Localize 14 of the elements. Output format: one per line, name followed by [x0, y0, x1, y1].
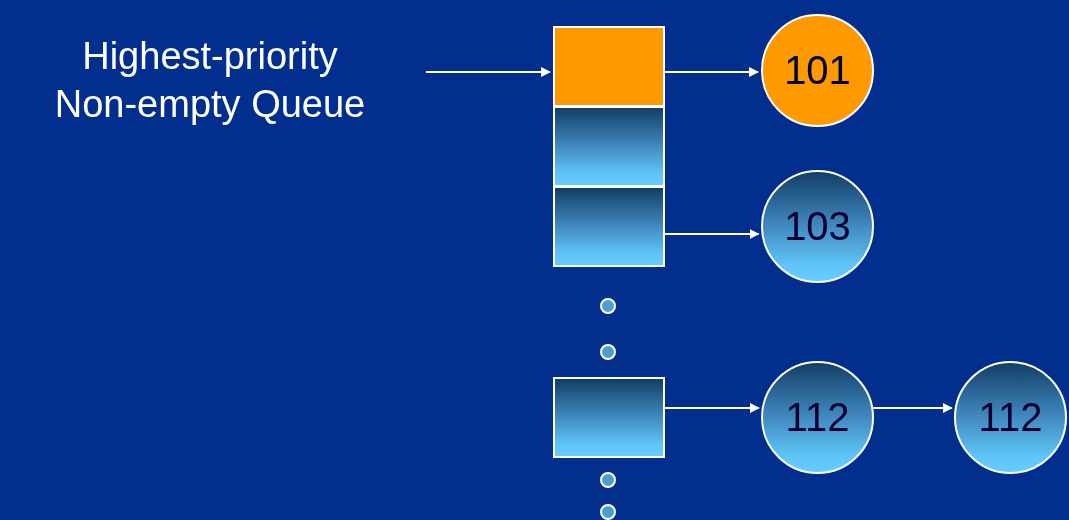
arrow — [664, 229, 760, 239]
queue-slot — [553, 186, 665, 267]
arrow — [664, 403, 760, 413]
process-circle: 112 — [761, 361, 874, 474]
queue-slot — [553, 377, 665, 458]
queue-slot — [553, 106, 665, 187]
arrow — [872, 403, 953, 413]
process-circle: 103 — [761, 170, 874, 283]
arrow — [425, 67, 551, 77]
pointer-label: Highest-priority Non-empty Queue — [6, 30, 414, 130]
arrow — [664, 67, 759, 77]
queue-slot — [553, 26, 665, 107]
process-circle: 101 — [761, 14, 874, 127]
process-circle: 112 — [954, 361, 1067, 474]
